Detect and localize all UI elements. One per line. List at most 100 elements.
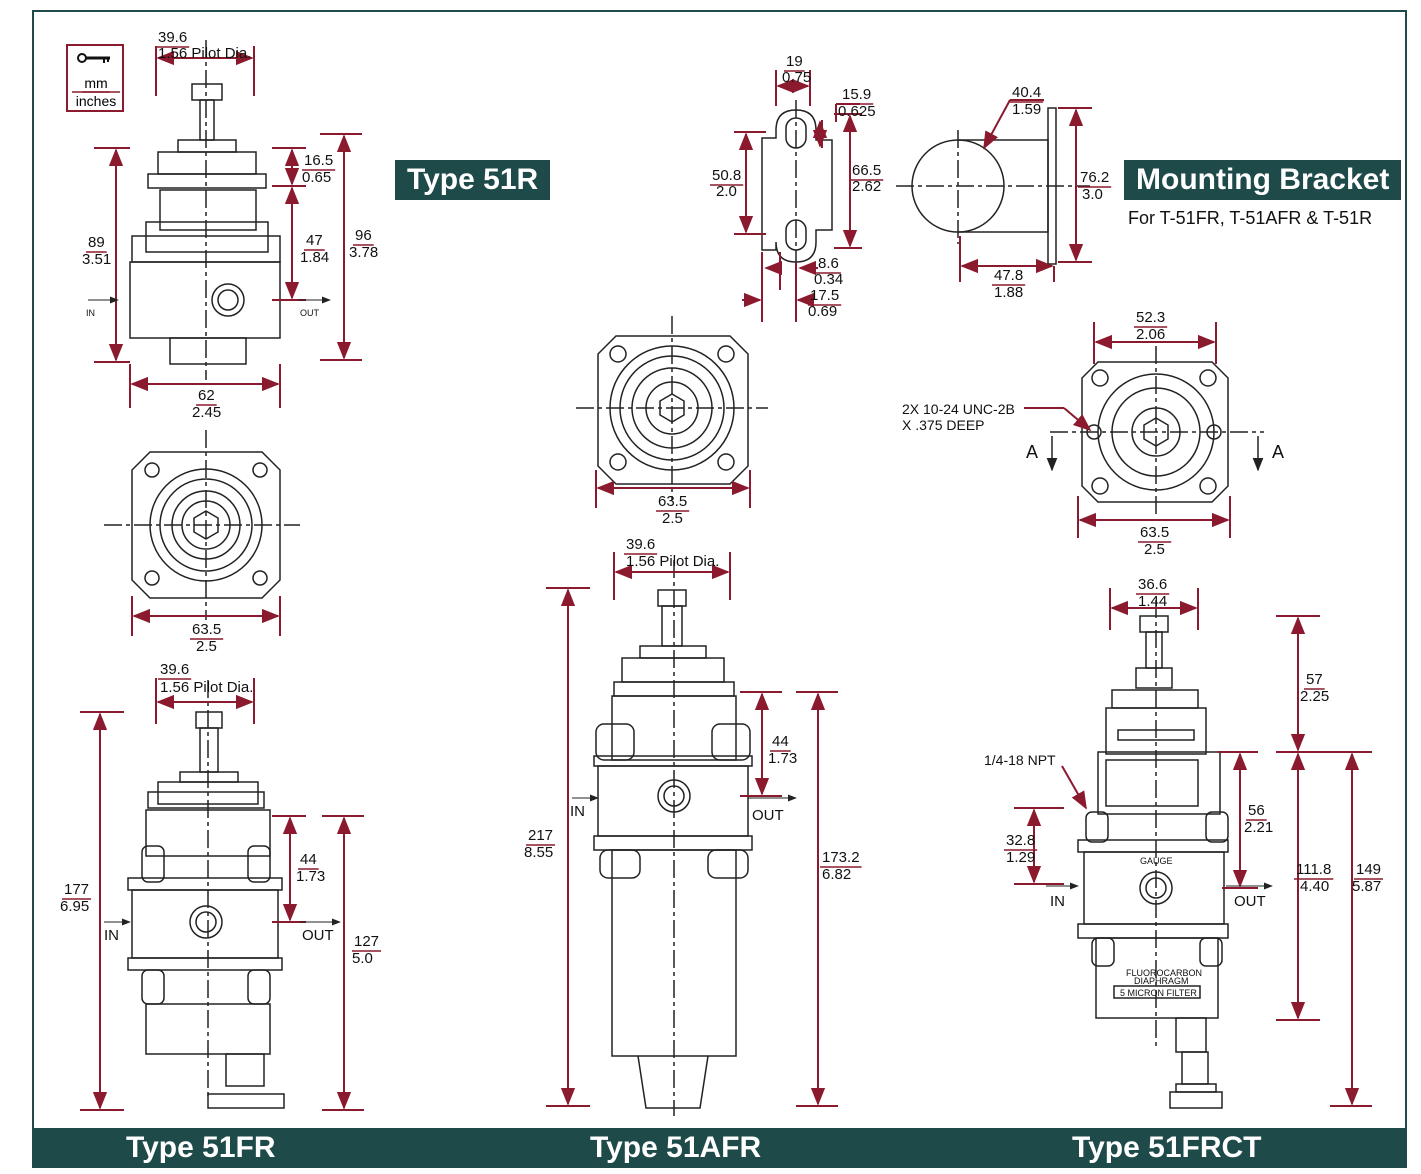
dim-51r-pilot-in: 1.56 Pilot Dia. — [158, 45, 251, 62]
51frct-side-view — [1077, 600, 1229, 1109]
dim-51fr-pilot-mm: 39.6 — [160, 661, 189, 678]
bracket-front-dims — [734, 70, 862, 322]
dim-51r-47-mm: 47 — [306, 232, 323, 249]
dim-51r-62-in: 2.45 — [192, 404, 221, 421]
dim-bracket-159-mm: 15.9 — [842, 86, 871, 103]
bracket-subtitle: For T-51FR, T-51AFR & T-51R — [1128, 208, 1373, 228]
micron-filter-label: 5 MICRON FILTER — [1120, 988, 1197, 998]
51fr-out-label: OUT — [302, 927, 334, 944]
dim-51r-62-mm: 62 — [198, 387, 215, 404]
51r-top-view — [104, 430, 300, 620]
dim-51frct-635-in: 2.5 — [1144, 541, 1165, 558]
fluorocarbon-label: FLUOROCARBON — [1126, 968, 1202, 978]
dim-51r-pilot-mm: 39.6 — [158, 29, 187, 46]
dim-51frct-328-in: 1.29 — [1006, 849, 1035, 866]
51fr-in-label: IN — [104, 927, 119, 944]
title-type-51afr: Type 51AFR — [590, 1131, 762, 1164]
dim-bracket-175-in: 0.69 — [808, 303, 837, 320]
dim-bracket-762-in: 3.0 — [1082, 186, 1103, 203]
dim-51fr-127-in: 5.0 — [352, 950, 373, 967]
dim-bracket-404-in: 1.59 — [1012, 101, 1041, 118]
dim-bracket-478-mm: 47.8 — [994, 267, 1023, 284]
dim-51r-96-mm: 96 — [355, 227, 372, 244]
dim-51frct-635-mm: 63.5 — [1140, 524, 1169, 541]
dim-51fr-177-mm: 177 — [64, 881, 89, 898]
dim-51frct-149-mm: 149 — [1356, 861, 1381, 878]
title-type-51frct: Type 51FRCT — [1072, 1131, 1262, 1164]
unit-mm: mm — [84, 75, 107, 91]
dim-51afr-44-mm: 44 — [772, 733, 789, 750]
dim-51frct-366-in: 1.44 — [1138, 593, 1167, 610]
dim-51r-89-mm: 89 — [88, 234, 105, 251]
51r-out-label: OUT — [300, 308, 320, 318]
51r-side-dims — [94, 46, 362, 408]
dim-51r-96-in: 3.78 — [349, 244, 378, 261]
51afr-in-label: IN — [570, 803, 585, 820]
dim-51fr-44-in: 1.73 — [296, 868, 325, 885]
51frct-side-dims — [1014, 588, 1372, 1107]
title-type-51fr: Type 51FR — [126, 1131, 276, 1164]
key-icon: mm inches — [72, 53, 120, 109]
dim-51frct-523-in: 2.06 — [1136, 326, 1165, 343]
dim-51frct-366-mm: 36.6 — [1138, 576, 1167, 593]
dim-51afr-pilot-in: 1.56 Pilot Dia. — [626, 553, 719, 570]
dim-bracket-665-in: 2.62 — [852, 178, 881, 195]
unit-inches: inches — [76, 93, 116, 109]
bracket-side-dims — [959, 99, 1092, 282]
dim-51r-635-mm: 63.5 — [192, 621, 221, 638]
51r-top-dims — [131, 596, 281, 636]
section-a-right: A — [1272, 442, 1284, 462]
section-a-left: A — [1026, 442, 1038, 462]
dim-51afr-pilot-mm: 39.6 — [626, 536, 655, 553]
dim-bracket-86-mm: 8.6 — [818, 255, 839, 272]
dim-51frct-1118-mm: 111.8 — [1296, 861, 1331, 878]
dim-bracket-175-mm: 17.5 — [810, 287, 839, 304]
dim-51r-635-in: 2.5 — [196, 638, 217, 655]
dim-bracket-19-mm: 19 — [786, 53, 803, 70]
dim-51frct-56-in: 2.21 — [1244, 819, 1273, 836]
tap-note-line1: 2X 10-24 UNC-2B — [902, 401, 1015, 417]
drawing-frame — [32, 10, 1407, 1167]
51r-in-label: IN — [86, 308, 95, 318]
dim-51frct-57-in: 2.25 — [1300, 688, 1329, 705]
dim-bracket-508-in: 2.0 — [716, 183, 737, 200]
bracket-side-view — [896, 107, 1090, 265]
dim-51afr-1732-mm: 173.2 — [822, 849, 860, 866]
dim-51frct-56-mm: 56 — [1248, 802, 1265, 819]
bracket-front-view — [761, 100, 833, 290]
dim-51frct-328-mm: 32.8 — [1006, 832, 1035, 849]
dim-51r-89-in: 3.51 — [82, 251, 111, 268]
dim-bracket-508-mm: 50.8 — [712, 167, 741, 184]
gauge-label: GAUGE — [1140, 856, 1173, 866]
title-type-51r: Type 51R — [395, 160, 551, 200]
51fr-side-dims — [80, 678, 364, 1111]
dim-51fr-pilot-in: 1.56 Pilot Dia. — [160, 679, 253, 696]
dim-bracket-404-mm: 40.4 — [1012, 84, 1041, 101]
unit-legend: mm inches — [66, 44, 124, 112]
dim-51afr-217-mm: 217 — [528, 827, 553, 844]
51afr-top-view — [576, 316, 768, 500]
dim-51afr-top-635-in: 2.5 — [662, 510, 683, 527]
title-mounting-bracket: Mounting Bracket — [1124, 160, 1402, 200]
dim-51r-47-in: 1.84 — [300, 249, 329, 266]
dim-51frct-149-in: 5.87 — [1352, 878, 1381, 895]
dim-51afr-top-635-mm: 63.5 — [658, 493, 687, 510]
dim-51afr-1732-in: 6.82 — [822, 866, 851, 883]
dim-51fr-44-mm: 44 — [300, 851, 317, 868]
npt-note: 1/4-18 NPT — [984, 752, 1056, 768]
tap-note-line2: X .375 DEEP — [902, 417, 985, 433]
dim-51frct-57-mm: 57 — [1306, 671, 1323, 688]
dim-bracket-762-mm: 76.2 — [1080, 169, 1109, 186]
dim-51fr-177-in: 6.95 — [60, 898, 89, 915]
51afr-side-dims — [546, 552, 838, 1107]
footer-bar — [32, 1128, 1407, 1168]
51frct-in-label: IN — [1050, 893, 1065, 910]
51afr-out-label: OUT — [752, 807, 784, 824]
dim-51fr-127-mm: 127 — [354, 933, 379, 950]
dim-bracket-665-mm: 66.5 — [852, 162, 881, 179]
dim-51frct-1118-in: 4.40 — [1300, 878, 1329, 895]
51r-side-view — [129, 40, 281, 380]
dim-51frct-523-mm: 52.3 — [1136, 309, 1165, 326]
dim-bracket-159-in: 0.625 — [838, 103, 876, 120]
